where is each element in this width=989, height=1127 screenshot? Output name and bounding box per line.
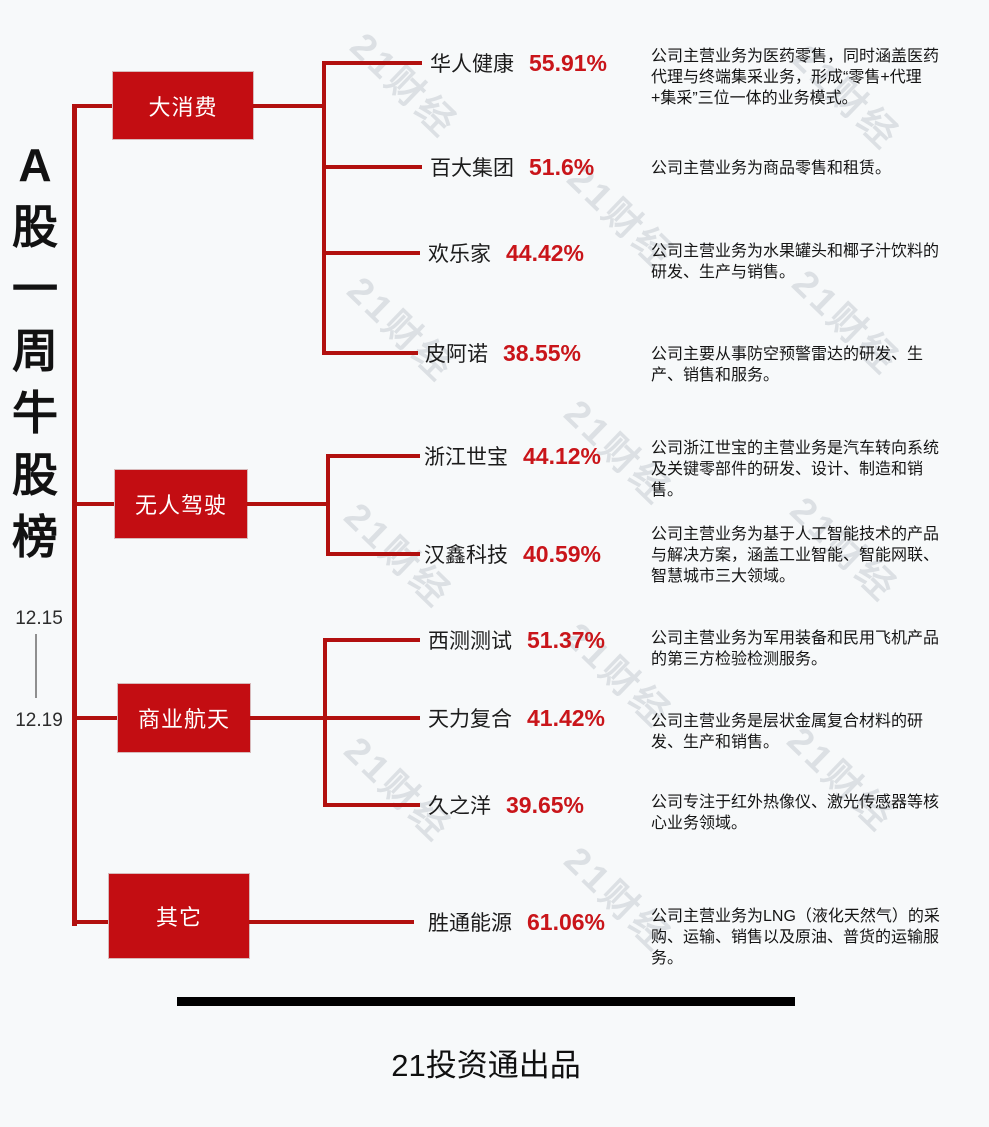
tree-trunk-line xyxy=(72,104,77,926)
connector-line xyxy=(323,638,420,642)
page-title: A股一周牛股榜 xyxy=(12,139,58,563)
stock-row: 久之洋 39.65% xyxy=(428,789,584,821)
category-label: 大消费 xyxy=(148,94,218,120)
stock-name: 西测测试 xyxy=(428,630,512,653)
stock-pct: 39.65% xyxy=(506,791,585,818)
connector-line xyxy=(326,454,420,458)
category-label: 无人驾驶 xyxy=(134,493,227,518)
stock-name: 天力复合 xyxy=(428,708,512,731)
stock-desc: 公司主要从事防空预警雷达的研发、生产、销售和服务。 xyxy=(651,346,924,384)
stock-pct: 51.6% xyxy=(529,153,595,180)
stock-desc: 公司浙江世宝的主营业务是汽车转向系统及关键零部件的研发、设计、制造和销售。 xyxy=(651,440,940,499)
connector-line xyxy=(326,552,420,556)
stock-row: 欢乐家 44.42% xyxy=(428,237,584,269)
connector-line xyxy=(322,351,418,355)
stock-desc: 公司主营业务为基于人工智能技术的产品与解决方案，涵盖工业智能、智能网联、智慧城市… xyxy=(651,526,940,585)
watermark: 21财经 xyxy=(336,729,460,850)
watermark: 21财经 xyxy=(339,269,463,390)
stock-pct: 55.91% xyxy=(529,49,608,76)
connector-line xyxy=(250,716,323,720)
category-box-autodrive: 无人驾驶 xyxy=(115,470,247,538)
connector-line xyxy=(74,104,115,108)
stock-name: 皮阿诺 xyxy=(425,343,488,366)
connector-line xyxy=(322,165,422,169)
footer-divider-bar xyxy=(177,997,795,1006)
stock-desc: 公司主营业务为水果罐头和椰子汁饮料的研发、生产与销售。 xyxy=(651,243,940,281)
category-label: 其它 xyxy=(155,905,202,930)
connector-line xyxy=(74,716,118,720)
category-label: 商业航天 xyxy=(137,707,230,732)
footer-credit: 21投资通出品 xyxy=(391,1048,581,1083)
stock-pct: 44.12% xyxy=(523,442,602,469)
connector-line xyxy=(74,920,109,924)
stock-name: 欢乐家 xyxy=(428,243,491,266)
stock-pct: 51.37% xyxy=(527,626,606,653)
stock-row: 汉鑫科技 40.59% xyxy=(424,538,601,570)
stock-name: 浙江世宝 xyxy=(424,446,508,469)
category-box-other: 其它 xyxy=(109,874,249,958)
category-box-consumer: 大消费 xyxy=(113,72,253,139)
date-end: 12.19 xyxy=(15,710,63,731)
stock-row: 皮阿诺 38.55% xyxy=(425,337,581,369)
branch-line xyxy=(326,454,330,556)
stock-pct: 61.06% xyxy=(527,908,606,935)
branch-line xyxy=(322,61,326,355)
stock-row: 西测测试 51.37% xyxy=(428,624,605,656)
stock-row: 华人健康 55.91% xyxy=(430,47,607,79)
connector-line xyxy=(323,716,420,720)
watermark: 21财经 xyxy=(342,25,466,146)
date-range-line xyxy=(35,634,37,698)
category-box-aerospace: 商业航天 xyxy=(118,684,250,752)
stock-name: 汉鑫科技 xyxy=(424,544,508,567)
connector-line xyxy=(323,803,420,807)
stock-row: 浙江世宝 44.12% xyxy=(424,440,601,472)
stock-desc: 公司主营业务为商品零售和租赁。 xyxy=(651,160,892,177)
connector-line xyxy=(253,104,324,108)
stock-desc: 公司主营业务为军用装备和民用飞机产品的第三方检验检测服务。 xyxy=(651,630,940,668)
stock-pct: 38.55% xyxy=(503,339,582,366)
stock-name: 久之洋 xyxy=(428,795,491,818)
stock-pct: 44.42% xyxy=(506,239,585,266)
stock-row: 天力复合 41.42% xyxy=(428,702,605,734)
stock-name: 胜通能源 xyxy=(428,912,512,935)
branch-line xyxy=(323,638,327,807)
stock-pct: 41.42% xyxy=(527,704,606,731)
stock-desc: 公司主营业务为医药零售，同时涵盖医药代理与终端集采业务，形成“零售+代理+集采”… xyxy=(651,48,940,107)
stock-row: 百大集团 51.6% xyxy=(430,151,594,183)
stock-name: 百大集团 xyxy=(430,157,514,180)
stock-row: 胜通能源 61.06% xyxy=(428,906,605,938)
stock-desc: 公司主营业务为LNG（液化天然气）的采购、运输、销售以及原油、普货的运输服务。 xyxy=(651,908,940,967)
connector-line xyxy=(322,251,420,255)
stock-pct: 40.59% xyxy=(523,540,602,567)
connector-line xyxy=(249,920,414,924)
connector-line xyxy=(322,61,422,65)
stock-desc: 公司专注于红外热像仪、激光传感器等核心业务领域。 xyxy=(651,794,940,832)
date-start: 12.15 xyxy=(15,608,63,629)
connector-line xyxy=(74,502,115,506)
stock-name: 华人健康 xyxy=(430,53,514,76)
connector-line xyxy=(247,502,326,506)
stock-desc: 公司主营业务是层状金属复合材料的研发、生产和销售。 xyxy=(651,713,924,751)
